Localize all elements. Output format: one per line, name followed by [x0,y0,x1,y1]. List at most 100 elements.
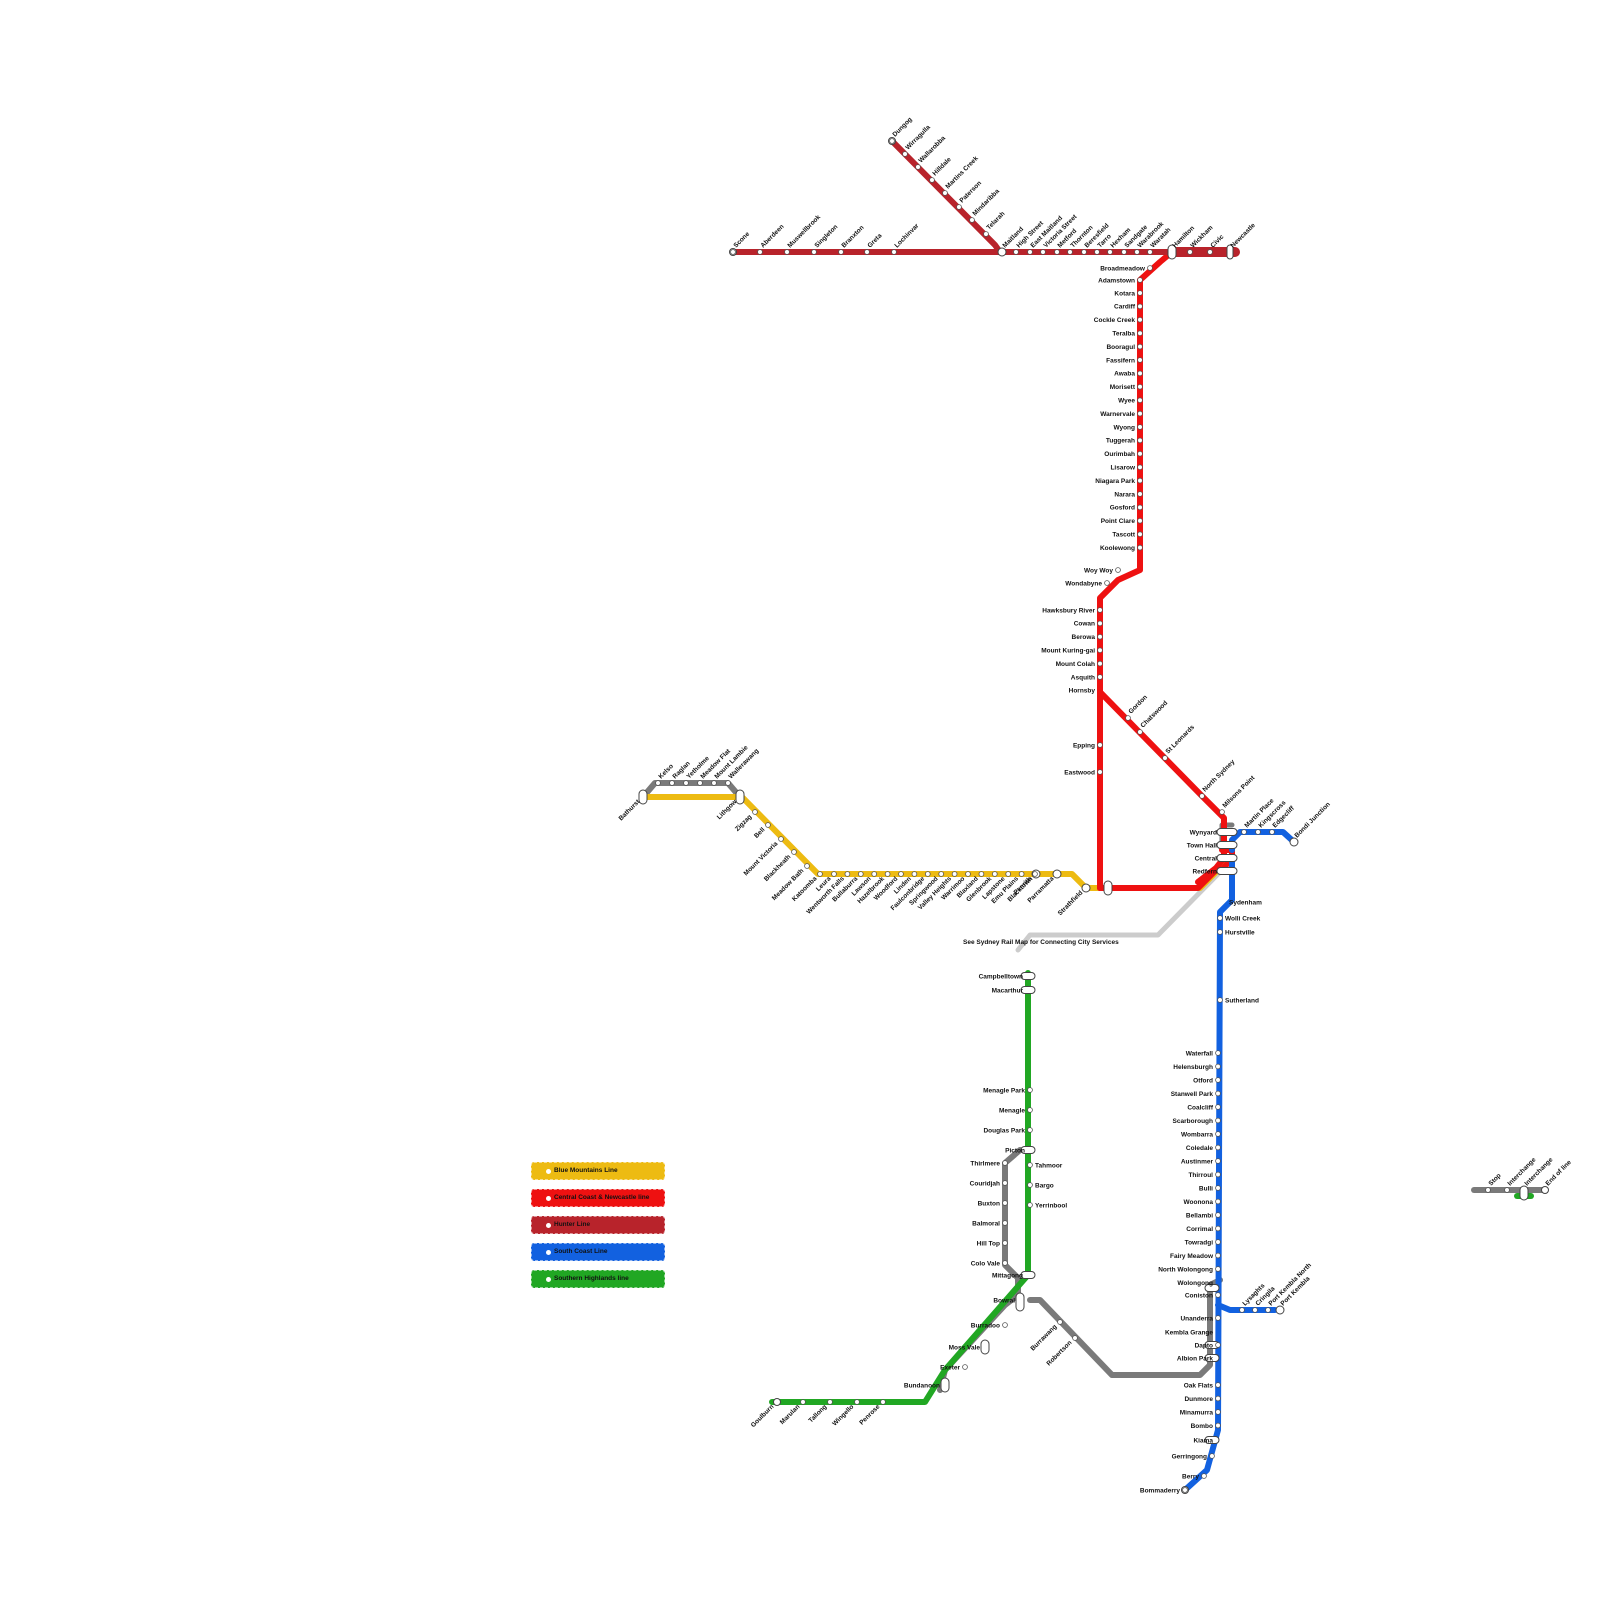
station-eastwood-label: Eastwood [1064,769,1095,776]
station-asquith-label: Asquith [1071,674,1095,681]
station-wombarra-label: Wombarra [1181,1131,1213,1138]
station-balmoral-label: Balmoral [972,1220,1000,1227]
station-interchange-stop [1505,1188,1510,1193]
station-singleton-label: Singleton [813,224,839,250]
station-burrawang-stop [1058,1320,1063,1325]
station-emu-plains-stop [1019,872,1024,877]
station-wolongong-label: Wolongong [1177,1280,1213,1287]
station-mount-colah-stop [1098,661,1103,666]
station-wolli-creek-stop [1218,916,1223,921]
station-high-street-stop [1014,250,1019,255]
station-wingello-label: Wingello [831,1403,855,1427]
station-douglas-park-stop [1028,1128,1033,1133]
station-dunmore-stop [1216,1396,1221,1401]
station-hill-top-label: Hill Top [977,1240,1000,1247]
station-zigzag-label: Zigzag [734,813,754,833]
station-exeter-label: Exeter [940,1364,960,1371]
station-robertson-stop [1073,1336,1078,1341]
station-cowan-label: Cowan [1074,621,1095,628]
station-narara-stop [1138,492,1143,497]
eastern-suburbs-line [1232,832,1294,850]
legend-item-central-coast-newcastle-line: Central Coast & Newcastle line [531,1189,665,1207]
station-tascott-stop [1138,532,1143,537]
station-mount-kuring-gai-label: Mount Kuring-gai [1041,648,1095,655]
station-colo-vale-label: Colo Vale [971,1260,1001,1267]
station-north-sydney-stop [1200,794,1205,799]
legend-item-south-coast-line: South Coast Line [531,1243,665,1261]
station-greta-stop [865,250,870,255]
legend-stop-icon [546,1169,551,1174]
southern-highlands-line [772,973,1028,1402]
station-teralba-stop [1138,331,1143,336]
station-tahmoor-stop [1028,1163,1033,1168]
station-yerrinbool-label: Yerrinbool [1035,1202,1067,1209]
station-gerringong-label: Gerringong [1172,1453,1207,1460]
line-legend: Blue Mountains LineCentral Coast & Newca… [531,1162,665,1297]
station-sandgate-stop [1122,250,1127,255]
station-wyee-label: Wyee [1118,398,1135,405]
station-wallerawang-stop [726,781,731,786]
station-parramatta-interchange [1082,884,1090,892]
station-awaba-label: Awaba [1114,371,1135,378]
legend-item-blue-mountains-line: Blue Mountains Line [531,1162,665,1180]
legend-label: Southern Highlands line [554,1275,629,1282]
station-cardiff-stop [1138,304,1143,309]
station-oak-flats-stop [1216,1383,1221,1388]
station-lawson-stop [872,872,877,877]
station-thornton-stop [1068,250,1073,255]
station-teralba-label: Teralba [1112,331,1135,338]
station-eastwood-stop [1098,770,1103,775]
station-burrawang-label: Burrawang [1029,1323,1058,1352]
station-morisett-label: Morisett [1110,384,1136,391]
station-aberdeen-label: Aberdeen [759,223,785,249]
station-marulan-label: Marulan [779,1403,802,1426]
station-town-hall-label: Town Hall [1187,842,1217,849]
station-dunmore-label: Dunmore [1184,1396,1213,1403]
station-mount-lambie-stop [712,781,717,786]
station-port-kembla-interchange [1276,1306,1284,1314]
station-towradgi-stop [1216,1240,1221,1245]
station-menagle-stop [1028,1108,1033,1113]
station-otford-label: Otford [1193,1077,1213,1084]
station-interchange-interchange [1520,1186,1528,1200]
station-warnervale-label: Warnervale [1100,411,1135,418]
station-albion-park-label: Albion Park [1177,1355,1214,1362]
station-central-interchange [1217,855,1237,862]
station-goulburn-label: Goulburn [750,1403,776,1429]
station-waterfall-label: Waterfall [1186,1050,1213,1057]
station-morisett-stop [1138,384,1143,389]
station-kotara-label: Kotara [1114,290,1135,297]
station-marulan-stop [801,1400,806,1405]
station-berowa-label: Berowa [1072,634,1096,641]
station-bowral-interchange [1016,1293,1024,1311]
station-bullaburra-stop [858,872,863,877]
station-unanderra-stop [1216,1316,1221,1321]
station-wolli-creek-label: Wolli Creek [1225,915,1261,922]
station-campbelltown-label: Campbelltown [979,973,1023,980]
station-milsons-point-label: Milsons Point [1221,774,1256,809]
legend-item-hunter-line: Hunter Line [531,1216,665,1234]
station-booragul-stop [1138,344,1143,349]
station-wyong-stop [1138,425,1143,430]
station-chatswood-stop [1138,730,1143,735]
station-branxton-label: Branxton [840,224,865,249]
station-hexham-stop [1108,250,1113,255]
station-gordon-stop [1126,716,1131,721]
interchange-markers [639,138,1549,1494]
station-st-leonards-label: St Leonards [1164,724,1196,756]
station-menagle-park-stop [1028,1088,1033,1093]
station-hill-top-stop [1003,1241,1008,1246]
station-blackheath-label: Blackheath [763,853,792,882]
station-wyong-label: Wyong [1113,424,1135,431]
station-helensburgh-stop [1216,1064,1221,1069]
station-port-kembla-north-stop [1266,1308,1271,1313]
station-wirragulla-label: Wirragulla [904,124,932,152]
station-corrimal-stop [1216,1226,1221,1231]
station-mindaribba-stop [970,218,975,223]
station-austinmer-label: Austinmer [1181,1158,1214,1165]
legend-label: Central Coast & Newcastle line [554,1194,649,1201]
legend-stop-icon [546,1223,551,1228]
station-fassifern-label: Fassifern [1106,357,1135,364]
station-macarthur-interchange [1021,987,1035,994]
station-dapto-label: Dapto [1195,1342,1213,1349]
